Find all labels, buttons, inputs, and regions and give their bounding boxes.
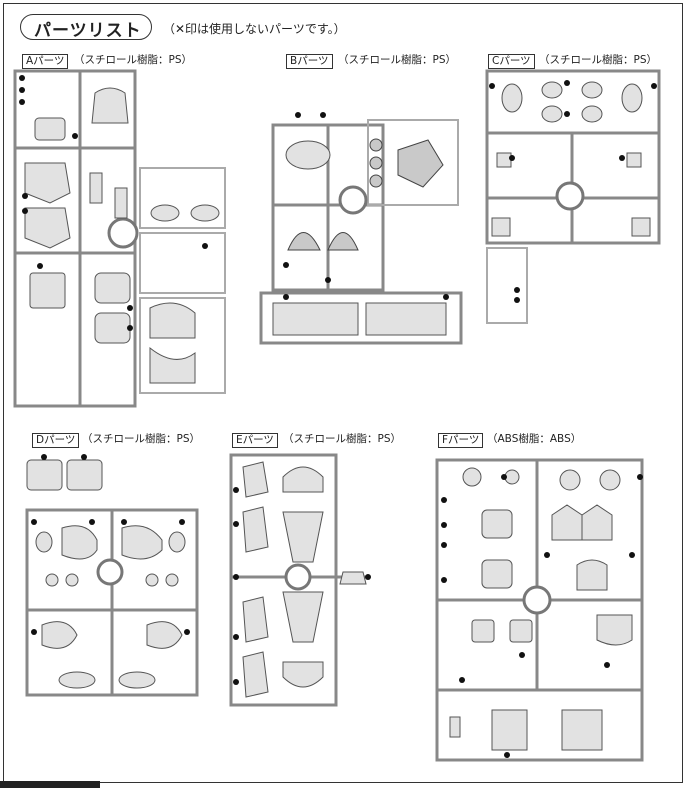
section-e-material: （スチロール樹脂：PS） [283, 433, 401, 445]
runner-e-icon [229, 453, 371, 707]
section-d-material: （スチロール樹脂：PS） [82, 433, 200, 445]
section-c-label: Cパーツ [488, 54, 535, 69]
title-pill [20, 14, 152, 40]
section-f-material: （ABS樹脂：ABS） [487, 433, 582, 445]
section-e-label: Eパーツ [232, 433, 278, 448]
unused-parts-note: （✕印は使用しないパーツです。） [163, 22, 346, 36]
runner-a-icon [13, 69, 226, 408]
section-d-label: Dパーツ [32, 433, 80, 448]
section-c-material: （スチロール樹脂：PS） [539, 54, 657, 66]
section-b-material: （スチロール樹脂：PS） [338, 54, 456, 66]
section-b-label: Bパーツ [286, 54, 333, 69]
page-frame [3, 3, 683, 783]
section-a-material: （スチロール樹脂：PS） [74, 54, 192, 66]
scan-edge-bar [0, 781, 100, 788]
runner-b-icon [259, 112, 463, 345]
page-title: パーツリスト [34, 21, 142, 41]
section-f-label: Fパーツ [438, 433, 484, 448]
section-a-label: Aパーツ [22, 54, 69, 69]
runner-f-icon [435, 458, 644, 762]
runner-d-icon [25, 454, 199, 697]
runner-c-icon [485, 69, 661, 324]
